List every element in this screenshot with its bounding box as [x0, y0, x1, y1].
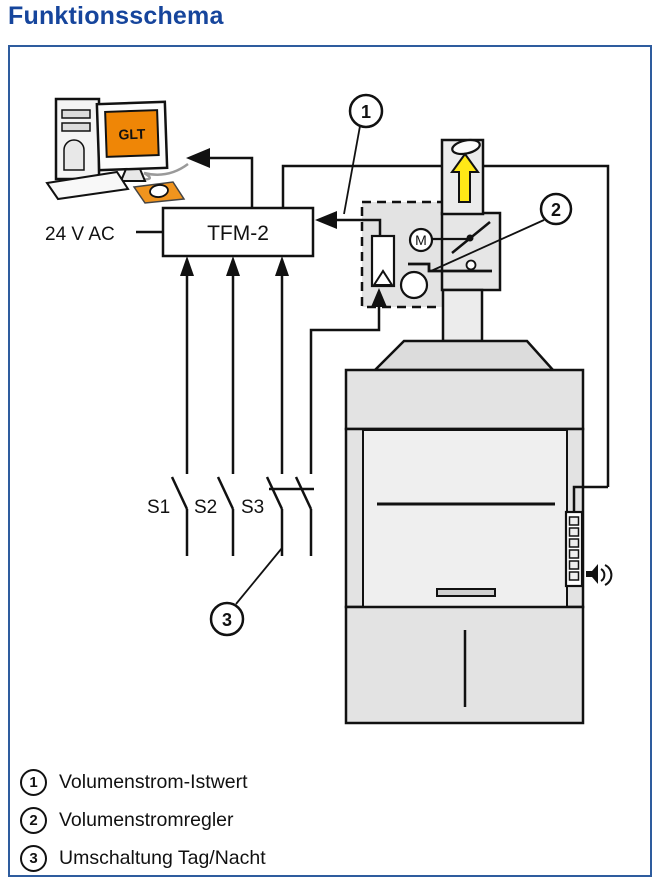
up-arrow-icon: [450, 152, 480, 203]
hood-canopy: [371, 339, 556, 372]
fume-hood: [344, 339, 585, 725]
tfm2-box: [161, 206, 315, 258]
wire-day-night: [309, 307, 381, 474]
power-label: 24 V AC: [45, 224, 115, 245]
tower-door: [63, 139, 85, 171]
s1-blade: [170, 476, 189, 510]
hood-window: [362, 429, 568, 608]
arrowhead-to-computer: [186, 148, 210, 168]
arrowhead-s3: [275, 256, 289, 276]
panel-button: [568, 527, 580, 537]
legend-label-1: Volumenstrom-Istwert: [59, 771, 248, 793]
tower-slot: [61, 122, 91, 132]
tfm2-module: TFM-2 24 V AC: [45, 206, 315, 258]
flow-controller-box: [440, 211, 502, 292]
hood-fascia: [344, 368, 585, 431]
panel-button: [568, 560, 580, 570]
damper-pivot: [466, 234, 474, 242]
tower-slot: [61, 109, 91, 119]
s2-label: S2: [194, 497, 217, 518]
arrowhead-s2: [226, 256, 240, 276]
callout-1-number: 1: [361, 102, 371, 122]
callout-1-leader: [343, 125, 361, 215]
speaker-body: [586, 564, 598, 584]
page-title: Funktionsschema: [8, 2, 224, 30]
monitor-screen: [104, 109, 160, 158]
panel-button: [568, 549, 580, 559]
arrowhead-s1: [180, 256, 194, 276]
legend-circle-1: 1: [20, 769, 47, 796]
wire-to-computer: [198, 156, 254, 208]
callout-2-number: 2: [551, 200, 561, 220]
s3-label: S3: [241, 497, 264, 518]
callout-3-number: 3: [222, 610, 232, 630]
speaker-wave-small: [600, 568, 606, 582]
keyboard: [45, 170, 130, 201]
wire-istwert: [336, 218, 382, 236]
legend-label-2: Volumenstromregler: [59, 809, 234, 831]
monitor-stand: [119, 168, 147, 182]
switch-input-wires: [185, 274, 284, 474]
legend-circle-2: 2: [20, 807, 47, 834]
s2-blade: [216, 476, 235, 510]
callout-2: 2: [430, 192, 573, 272]
s1-label: S1: [147, 497, 170, 518]
legend-label-3: Umschaltung Tag/Nacht: [59, 847, 266, 869]
screen-label: GLT: [118, 126, 146, 143]
flow-sensor-chevron: [372, 269, 394, 286]
s3-blade-a: [265, 476, 284, 510]
feedback-lever: [408, 262, 492, 273]
s3-blade-b: [294, 476, 313, 510]
duct-opening: [451, 138, 481, 156]
callout-1: 1: [343, 93, 384, 215]
computer-icon: GLT: [45, 97, 189, 204]
legend-circle-3: 3: [20, 845, 47, 872]
legend: 1 Volumenstrom-Istwert 2 Volumenstromreg…: [20, 769, 266, 872]
legend-item-2: 2 Volumenstromregler: [20, 807, 266, 834]
callout-3-circle: [209, 601, 245, 637]
motor-symbol: [408, 227, 434, 253]
actuator-symbol: [399, 270, 429, 300]
tfm2-label: TFM-2: [207, 222, 269, 245]
mouse-cable: [137, 162, 189, 181]
switch-group: S1 S2 S3: [147, 476, 314, 556]
panel-button: [568, 538, 580, 548]
speaker-wave-large: [604, 564, 613, 586]
arrowhead-day-night: [371, 288, 387, 307]
speaker-icon: [586, 564, 613, 586]
monitor: GLT: [95, 100, 169, 172]
flow-controller-internals: M: [370, 221, 492, 300]
exhaust-duct: [440, 138, 485, 343]
legend-item-1: 1 Volumenstrom-Istwert: [20, 769, 266, 796]
motor-label: M: [415, 232, 427, 248]
callout-3-leader: [235, 547, 283, 605]
panel-button: [568, 516, 580, 526]
wire-panel-drop: [572, 485, 608, 513]
callout-1-circle: [348, 93, 384, 129]
callout-2-leader: [430, 219, 545, 272]
callout-3: 3: [209, 547, 283, 637]
panel-button: [568, 571, 580, 581]
sash-handle: [436, 588, 496, 597]
duct-lower: [441, 288, 484, 343]
mouse: [149, 184, 169, 198]
lever-joint: [465, 259, 477, 271]
legend-item-3: 3 Umschaltung Tag/Nacht: [20, 845, 266, 872]
arrowhead-istwert: [315, 211, 337, 229]
callout-2-circle: [539, 192, 573, 226]
control-panel: [564, 510, 584, 588]
